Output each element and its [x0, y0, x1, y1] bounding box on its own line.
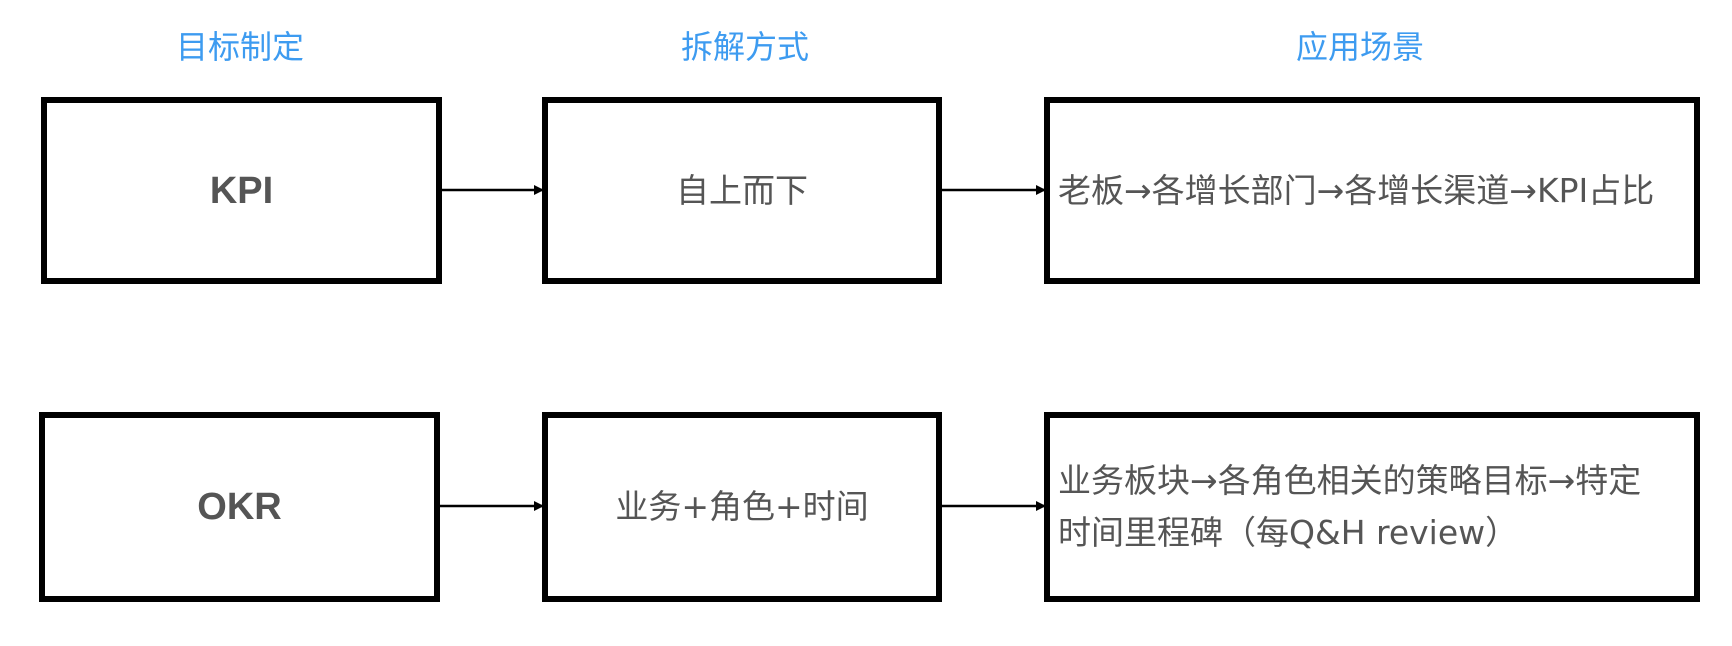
- box-okr-scenario: 业务板块→各角色相关的策略目标→特定时间里程碑（每Q&H review）: [1044, 412, 1700, 602]
- okr-breakdown-label: 业务+角色+时间: [615, 487, 869, 526]
- box-okr-breakdown: 业务+角色+时间: [542, 412, 942, 602]
- kpi-method-label: KPI: [209, 169, 274, 212]
- box-kpi-scenario: 老板→各增长部门→各增长渠道→KPI占比: [1044, 97, 1700, 284]
- kpi-breakdown-label: 自上而下: [676, 170, 808, 210]
- kpi-scenario-label: 老板→各增长部门→各增长渠道→KPI占比: [1058, 170, 1655, 210]
- box-kpi-method: KPI: [41, 97, 442, 284]
- header-goal: 目标制定: [175, 28, 304, 66]
- okr-method-label: OKR: [197, 486, 282, 528]
- header-breakdown: 拆解方式: [680, 28, 809, 66]
- box-kpi-breakdown: 自上而下: [542, 97, 942, 284]
- header-scenario: 应用场景: [1295, 28, 1424, 66]
- okr-scenario-label: 业务板块→各角色相关的策略目标→特定时间里程碑（每Q&H review）: [1058, 461, 1642, 552]
- box-okr-method: OKR: [39, 412, 440, 602]
